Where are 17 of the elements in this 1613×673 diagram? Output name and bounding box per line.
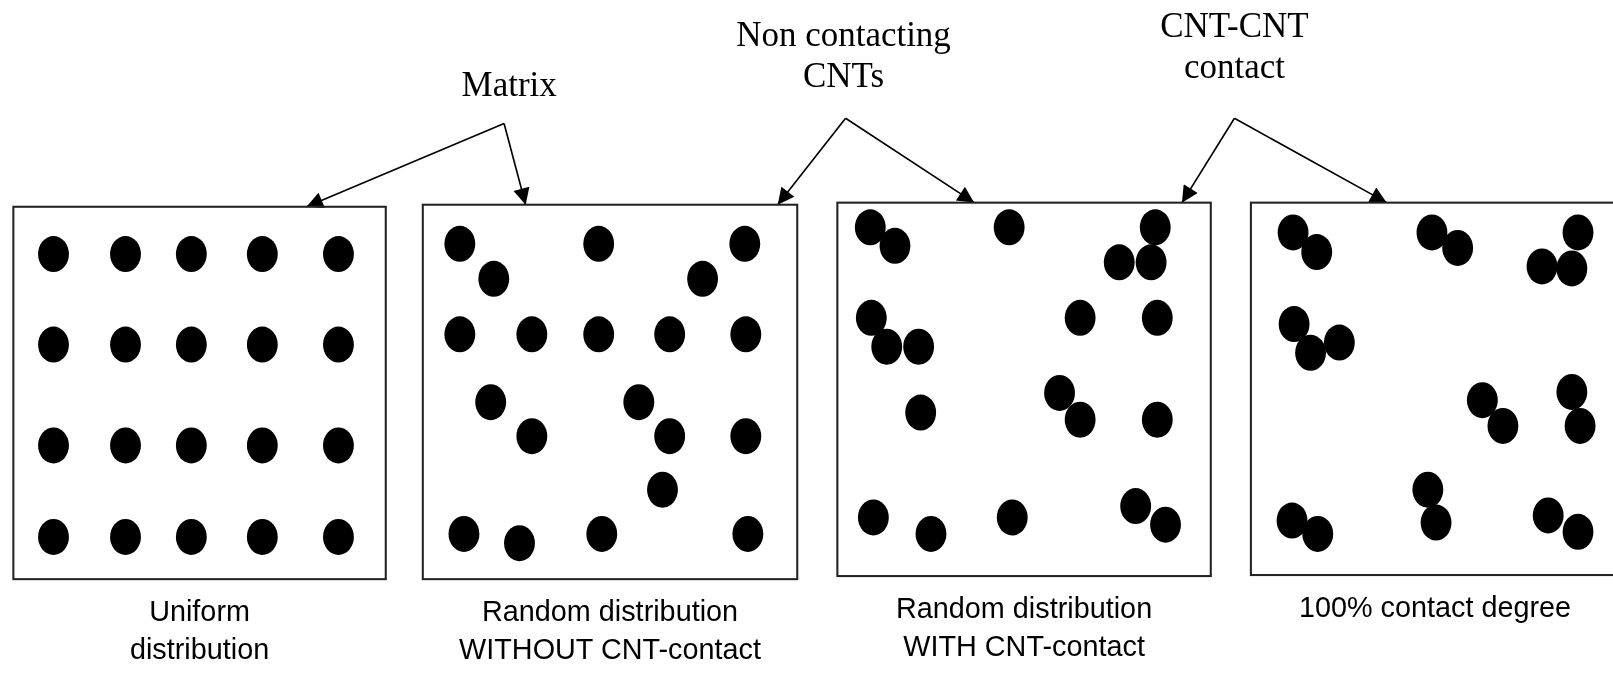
- panel-caption: 100% contact degree: [1297, 590, 1573, 626]
- leader-line: [503, 122, 530, 206]
- leader-line: [776, 117, 847, 206]
- leader-line: [844, 117, 975, 204]
- sample-panel: [12, 205, 387, 581]
- panel-caption: Random distribution WITHOUT CNT-contact: [458, 594, 762, 668]
- sample-panel: [1249, 201, 1613, 577]
- panel-caption: Uniform distribution: [128, 594, 271, 668]
- callout-label: Matrix: [442, 63, 577, 124]
- callout-label: CNT-CNT contact: [1111, 5, 1358, 119]
- leader-line: [1181, 117, 1236, 204]
- panel-caption: Random distribution WITH CNT-contact: [895, 591, 1154, 665]
- callout-label: Non contacting CNTs: [699, 14, 988, 119]
- sample-panel: [836, 201, 1212, 578]
- leader-line: [305, 122, 505, 208]
- sample-panel: [421, 203, 799, 581]
- leader-line: [1233, 117, 1388, 204]
